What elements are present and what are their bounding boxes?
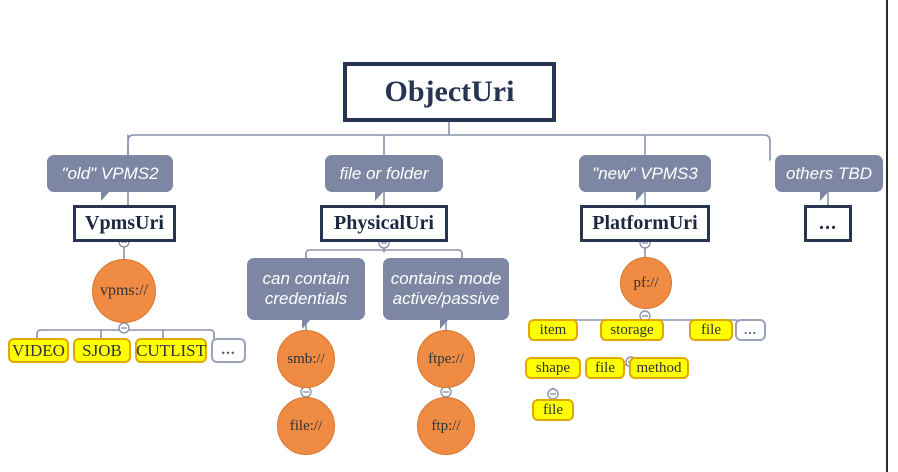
leaf-node-cutlist-label: CUTLIST — [136, 340, 206, 360]
scheme-node-vpms[interactable]: vpms:// — [92, 259, 156, 323]
scheme-node-ftpe[interactable]: ftpe:// — [417, 330, 475, 388]
class-node-vpmsuri[interactable]: VpmsUri — [73, 205, 176, 242]
note-tail-icon — [301, 319, 320, 329]
note-tail-icon — [101, 191, 119, 201]
class-node-platformuri-label: PlatformUri — [592, 212, 698, 234]
leaf-node-file-top[interactable]: file — [689, 319, 733, 341]
note-mode-line1: contains mode — [390, 269, 502, 289]
scheme-node-smb[interactable]: smb:// — [277, 330, 335, 388]
scheme-node-smb-label: smb:// — [287, 350, 325, 367]
note-old-vpms2-label: "old" VPMS2 — [61, 163, 159, 183]
page-edge-rule — [886, 0, 888, 472]
leaf-node-shape-label: shape — [535, 359, 571, 376]
leaf-node-item[interactable]: item — [528, 319, 578, 341]
leaf-node-file-under-storage[interactable]: file — [585, 357, 625, 379]
leaf-node-sjob[interactable]: SJOB — [73, 338, 131, 363]
note-mode-line2: active/passive — [392, 289, 500, 308]
leaf-node-storage-label: storage — [610, 321, 654, 338]
leaf-node-file-top-label: file — [701, 321, 721, 338]
scheme-node-ftp-label: ftp:// — [431, 417, 461, 434]
leaf-node-file-under-shape[interactable]: file — [532, 399, 574, 421]
scheme-node-pf[interactable]: pf:// — [620, 257, 672, 309]
class-node-physicaluri-label: PhysicalUri — [334, 212, 434, 234]
scheme-node-ftp[interactable]: ftp:// — [417, 397, 475, 455]
leaf-node-vpms-more-label: ... — [221, 342, 236, 358]
leaf-node-pf-more-label: ... — [744, 322, 757, 337]
class-node-others[interactable]: ... — [804, 205, 852, 242]
note-credentials-line2: credentials — [264, 289, 348, 308]
scheme-node-file-smb[interactable]: file:// — [277, 397, 335, 455]
leaf-node-vpms-more[interactable]: ... — [211, 338, 246, 363]
class-node-vpmsuri-label: VpmsUri — [85, 212, 164, 234]
note-file-or-folder[interactable]: file or folder — [325, 155, 443, 201]
scheme-node-pf-label: pf:// — [633, 274, 659, 291]
leaf-node-video-label: VIDEO — [12, 340, 65, 360]
scheme-node-vpms-label: vpms:// — [99, 282, 148, 299]
class-node-platformuri[interactable]: PlatformUri — [580, 205, 710, 242]
scheme-node-ftpe-label: ftpe:// — [428, 350, 464, 367]
leaf-node-video[interactable]: VIDEO — [8, 338, 69, 363]
root-node-label: ObjectUri — [384, 75, 515, 108]
leaf-node-cutlist[interactable]: CUTLIST — [135, 338, 207, 363]
leaf-node-shape[interactable]: shape — [525, 357, 581, 379]
scheme-node-file-smb-label: file:// — [289, 417, 323, 434]
note-tail-icon — [439, 319, 458, 329]
class-node-physicaluri[interactable]: PhysicalUri — [320, 205, 448, 242]
note-tail-icon — [820, 191, 838, 201]
note-file-or-folder-label: file or folder — [339, 163, 429, 183]
leaf-node-method[interactable]: method — [629, 357, 689, 379]
leaf-node-method-label: method — [636, 359, 682, 376]
leaf-node-file-under-shape-label: file — [543, 401, 563, 418]
class-node-others-label: ... — [819, 212, 837, 234]
note-new-vpms3[interactable]: "new" VPMS3 — [579, 155, 711, 201]
leaf-node-pf-more[interactable]: ... — [735, 319, 766, 341]
note-others-tbd-label: others TBD — [786, 163, 872, 183]
note-tail-icon — [636, 191, 654, 201]
root-node-objecturi[interactable]: ObjectUri — [343, 62, 556, 122]
note-contains-mode[interactable]: contains mode active/passive — [383, 258, 509, 329]
note-credentials-line1: can contain — [262, 269, 350, 289]
note-old-vpms2[interactable]: "old" VPMS2 — [47, 155, 173, 201]
leaf-node-storage[interactable]: storage — [600, 319, 664, 341]
leaf-node-file-under-storage-label: file — [595, 359, 615, 376]
note-others-tbd[interactable]: others TBD — [775, 155, 883, 201]
leaf-node-item-label: item — [539, 321, 567, 338]
note-new-vpms3-label: "new" VPMS3 — [592, 163, 698, 183]
leaf-node-sjob-label: SJOB — [82, 340, 122, 360]
note-tail-icon — [375, 191, 393, 201]
note-can-contain-credentials[interactable]: can contain credentials — [247, 258, 365, 329]
